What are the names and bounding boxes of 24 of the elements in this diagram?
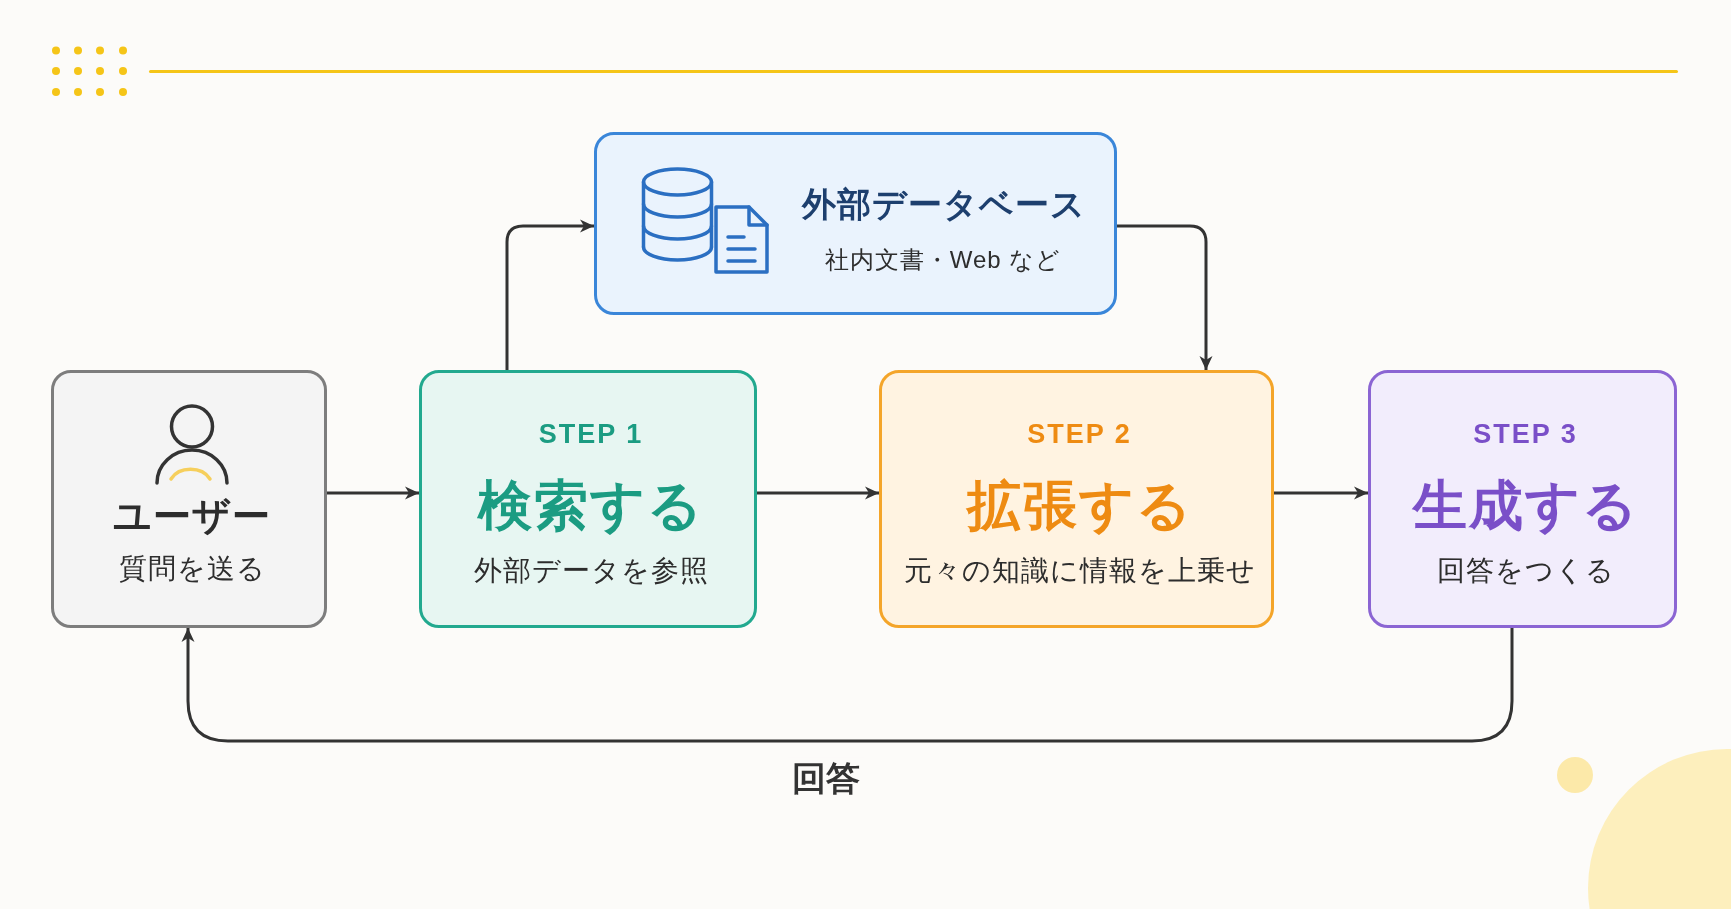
arrow (1117, 224, 1213, 370)
step-description: 外部データを参照 (473, 554, 709, 588)
user-box (51, 370, 327, 628)
database-box (594, 132, 1117, 315)
step-title: 拡張する (966, 473, 1193, 537)
arrow (181, 628, 1514, 743)
arrow (757, 486, 879, 500)
step-title: 検索する (478, 473, 704, 537)
database-title: 外部データベース (802, 183, 1086, 225)
step-label: STEP 1 (538, 417, 644, 451)
arrow (327, 486, 419, 500)
step-title: 生成する (1412, 473, 1639, 537)
user-description: 質問を送る (118, 552, 266, 586)
arrow (1274, 486, 1368, 500)
arrow (505, 219, 594, 370)
step-description: 元々の知識に情報を上乗せ (903, 554, 1256, 588)
step-label: STEP 3 (1473, 417, 1578, 451)
process-box (1368, 370, 1677, 628)
step-label: STEP 2 (1027, 417, 1132, 451)
process-box (419, 370, 757, 628)
step-description: 回答をつくる (1436, 554, 1615, 588)
database-description: 社内文書・Web など (824, 245, 1062, 275)
user-label: ユーザー (113, 494, 271, 540)
process-box (879, 370, 1274, 628)
